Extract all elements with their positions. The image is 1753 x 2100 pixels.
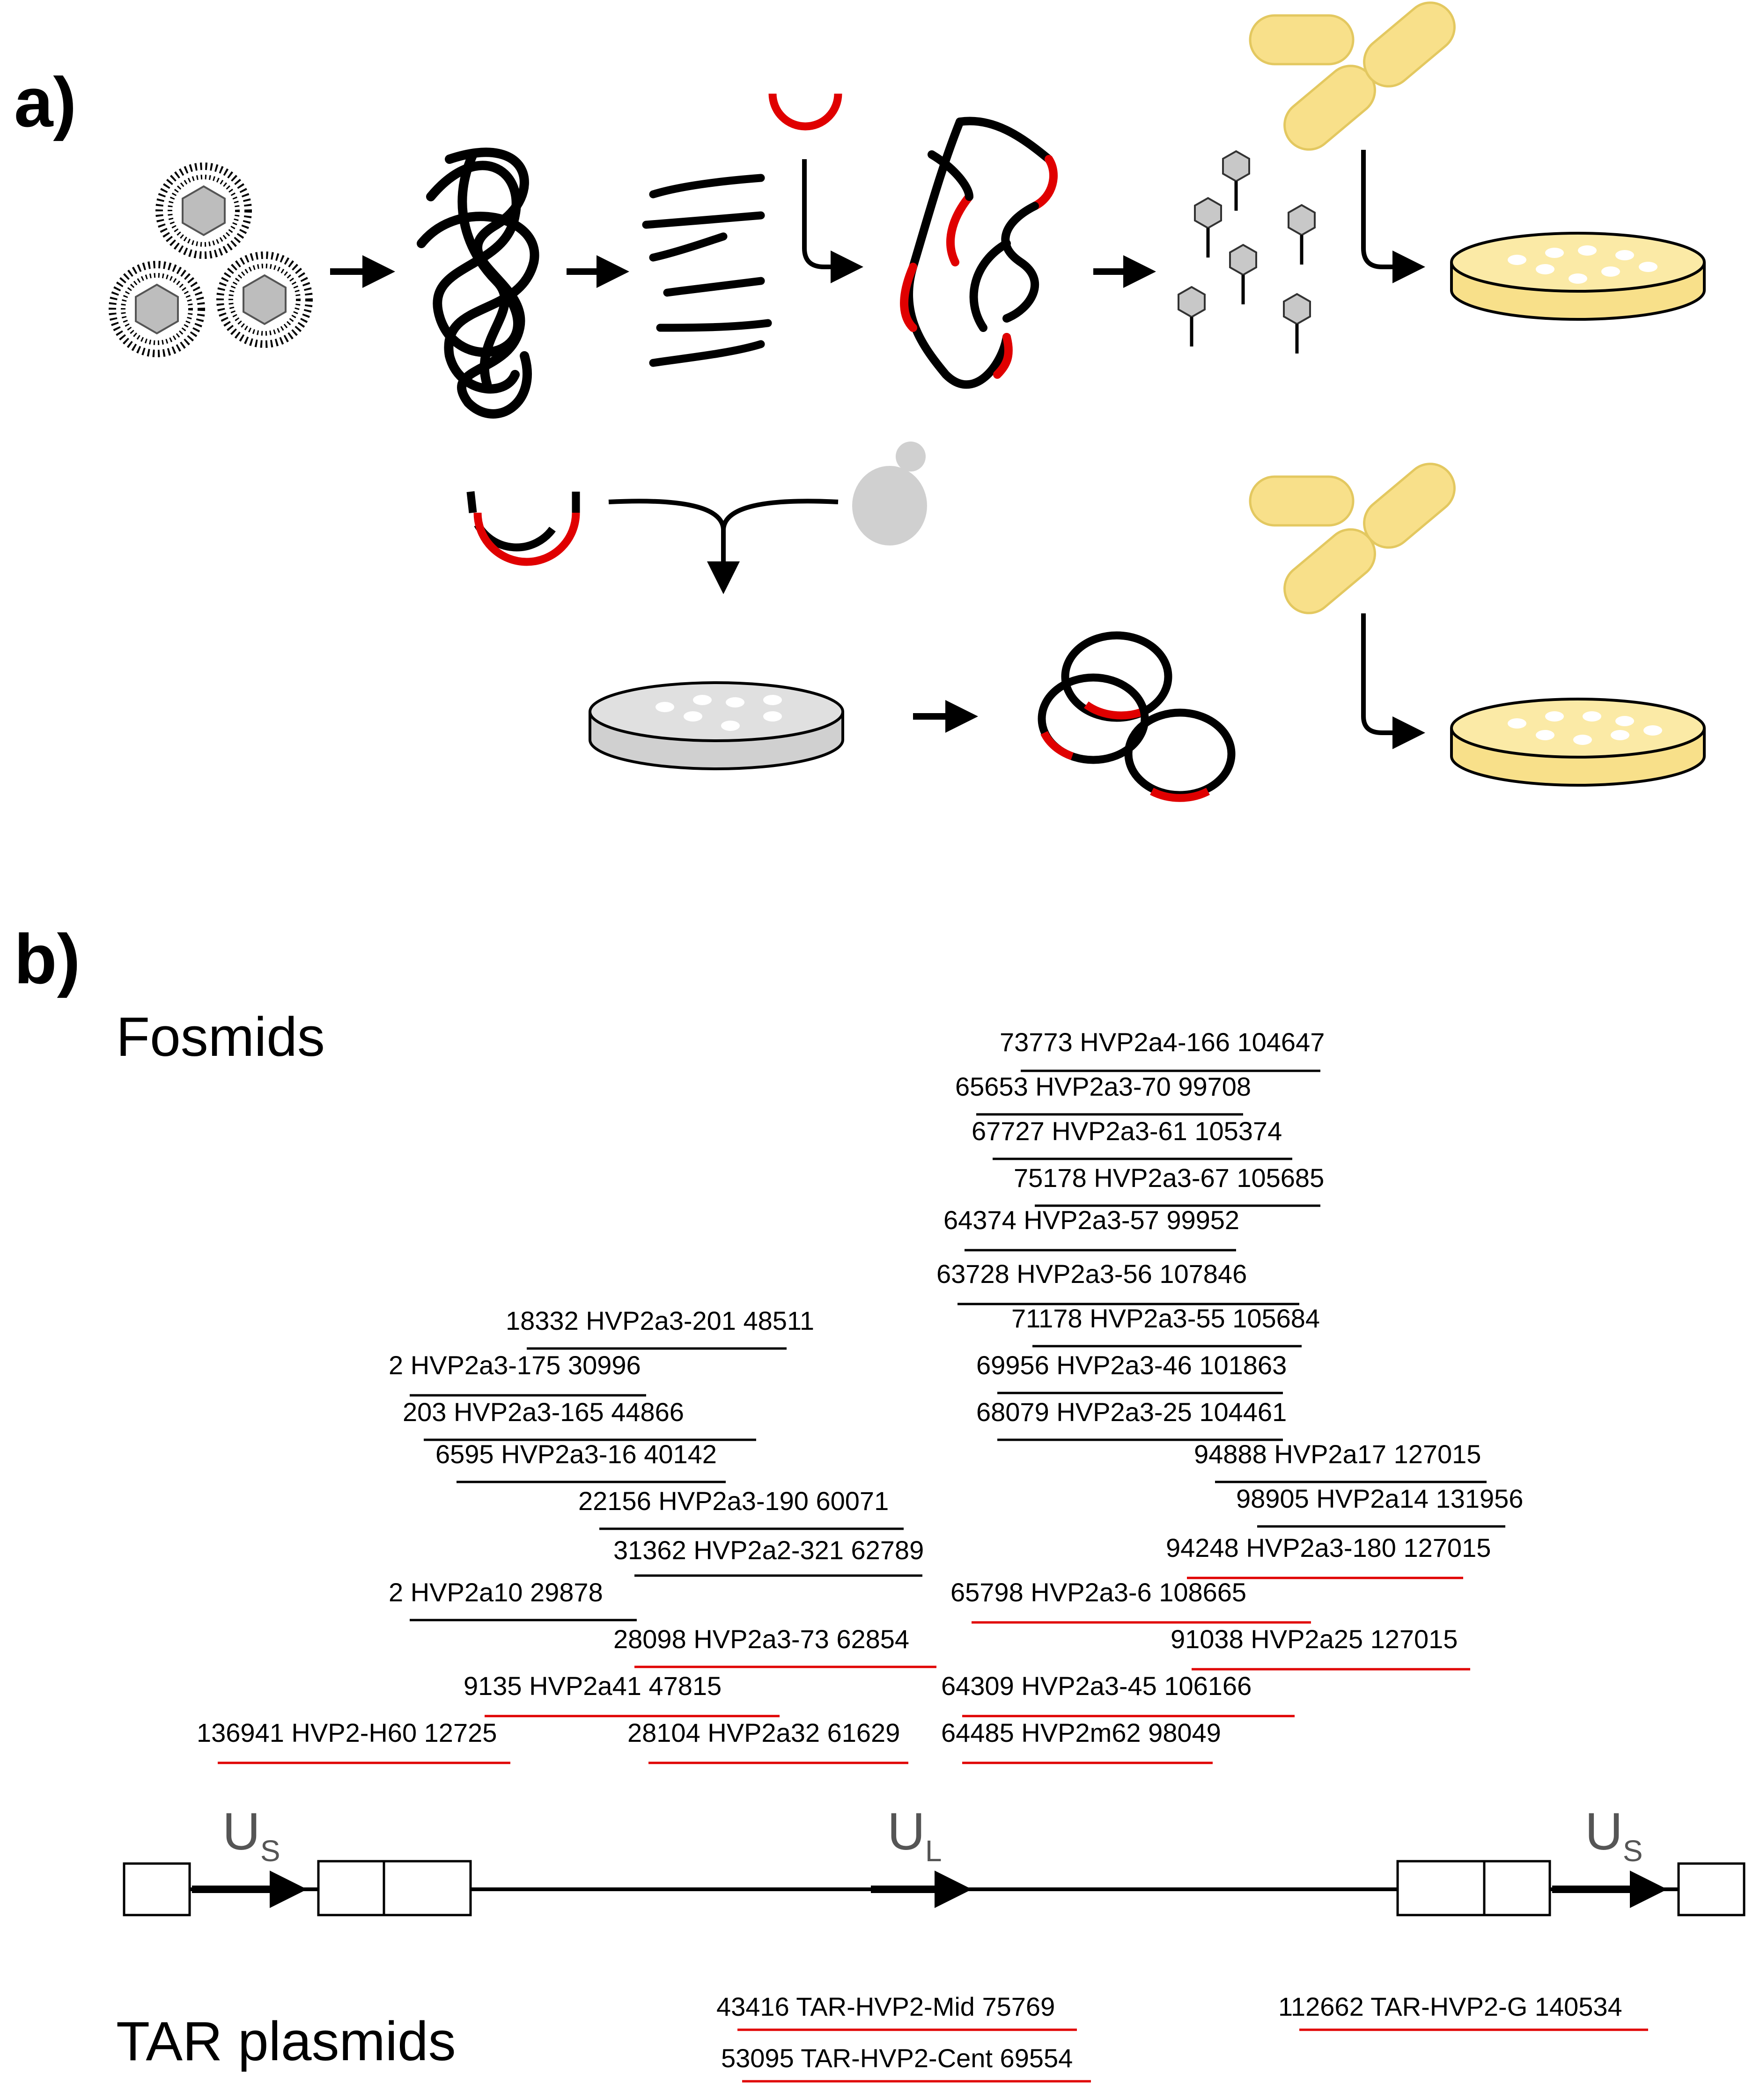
phage-icon <box>1284 294 1310 354</box>
phage-icon <box>1289 205 1315 265</box>
fosmid-clone-label: 28104 HVP2a32 61629 <box>627 1718 900 1747</box>
bacteria-icon <box>1250 477 1353 525</box>
petri-dish-top <box>1451 233 1704 319</box>
tar-plasmid-label: 43416 TAR-HVP2-Mid 75769 <box>716 1992 1055 2021</box>
fosmid-clone-label: 75178 HVP2a3-67 105685 <box>1014 1163 1324 1193</box>
fosmid-clone-label: 68079 HVP2a3-25 104461 <box>976 1397 1287 1427</box>
fosmid-clones: 73773 HVP2a4-166 104647 65653 HVP2a3-70 9… <box>197 1027 1523 1764</box>
petri-dish-icon <box>590 683 843 769</box>
fosmid-clone-label: 67727 HVP2a3-61 105374 <box>972 1116 1282 1146</box>
repeat-box <box>1396 1860 1486 1916</box>
phage-particles <box>1178 151 1315 354</box>
repeat-box <box>383 1860 472 1916</box>
e-coli-cells-bottom <box>1250 454 1465 623</box>
fosmid-clone-label: 136941 HVP2-H60 12725 <box>197 1718 497 1747</box>
virion-icon <box>112 265 201 354</box>
fosmid-clone-label: 69956 HVP2a3-46 101863 <box>976 1350 1287 1380</box>
yeast-cell-icon <box>852 442 927 545</box>
fosmid-clone-label: 65798 HVP2a3-6 108665 <box>950 1577 1246 1607</box>
repeat-box <box>123 1862 191 1916</box>
process-arrow <box>802 159 843 269</box>
fosmids-title: Fosmids <box>116 1006 325 1068</box>
fosmid-clone-label: 73773 HVP2a4-166 104647 <box>1000 1027 1325 1057</box>
genomic-dna-tangle-icon <box>417 147 539 419</box>
phage-icon <box>1178 287 1205 346</box>
fosmid-clone-label: 98905 HVP2a14 131956 <box>1236 1484 1523 1513</box>
repeat-box <box>1483 1860 1551 1916</box>
bacteria-icon <box>1250 15 1353 64</box>
fosmid-clone-label: 2 HVP2a10 29878 <box>389 1577 603 1607</box>
fosmid-clone-label: 91038 HVP2a25 127015 <box>1171 1624 1458 1654</box>
fosmid-clone-label: 63728 HVP2a3-56 107846 <box>936 1259 1247 1289</box>
petri-dish-grey <box>590 683 843 769</box>
phage-icon <box>1230 245 1256 304</box>
repeat-box <box>317 1860 385 1916</box>
phage-icon <box>1195 198 1221 258</box>
panel-b-label: b) <box>14 920 81 998</box>
fosmid-clone-label: 94248 HVP2a3-180 127015 <box>1166 1533 1491 1562</box>
fosmid-clone-label: 18332 HVP2a3-201 48511 <box>506 1306 814 1335</box>
fosmid-clone-label: 64485 HVP2m62 98049 <box>941 1718 1221 1747</box>
dna-fragments-icon <box>642 174 772 367</box>
virion-icon <box>220 255 309 344</box>
virion-icon <box>159 166 248 255</box>
merge-arrow <box>608 499 839 576</box>
fosmid-clone-label: 64374 HVP2a3-57 99952 <box>943 1205 1239 1235</box>
fosmid-clone-label: 64309 HVP2a3-45 106166 <box>941 1671 1252 1701</box>
fosmid-clone-label: 2 HVP2a3-175 30996 <box>389 1350 641 1380</box>
virion-cluster <box>112 166 309 354</box>
tar-vector-icon <box>466 491 580 566</box>
repeat-box <box>1677 1862 1746 1916</box>
region-label-ul: UL <box>887 1802 942 1868</box>
petri-dish-bottom <box>1451 699 1704 785</box>
genome-map: US UL US <box>123 1802 1746 1916</box>
region-label-us-right: US <box>1585 1802 1643 1868</box>
process-arrow <box>1361 613 1405 735</box>
fosmid-clone-label: 22156 HVP2a3-190 60071 <box>578 1486 889 1516</box>
fosmid-clone-label: 65653 HVP2a3-70 99708 <box>955 1072 1251 1101</box>
tar-plasmid-label: 53095 TAR-HVP2-Cent 69554 <box>721 2043 1073 2073</box>
fosmid-clone-label: 31362 HVP2a2-321 62789 <box>613 1535 924 1565</box>
circular-clones-icon <box>1038 631 1236 802</box>
tar-plasmid-label: 112662 TAR-HVP2-G 140534 <box>1278 1992 1622 2021</box>
panel-a-label: a) <box>14 63 76 141</box>
phage-icon <box>1223 151 1249 211</box>
process-arrow <box>1361 150 1405 269</box>
region-label-us-left: US <box>222 1802 280 1868</box>
fosmid-clone-label: 71178 HVP2a3-55 105684 <box>1011 1304 1320 1333</box>
fosmid-clone-label: 28098 HVP2a3-73 62854 <box>613 1624 909 1654</box>
fosmid-clone-label: 94888 HVP2a17 127015 <box>1194 1439 1481 1469</box>
fosmid-clone-label: 203 HVP2a3-165 44866 <box>403 1397 684 1427</box>
fosmid-clone-label: 9135 HVP2a41 47815 <box>464 1671 722 1701</box>
ligated-dna-icon <box>900 117 1058 389</box>
e-coli-cells-top <box>1250 0 1465 160</box>
tar-plasmid-clones: 43416 TAR-HVP2-Mid 75769 53095 TAR-HVP2-C… <box>716 1992 1648 2083</box>
tar-plasmids-title: TAR plasmids <box>116 2011 456 2072</box>
fosmid-vector-icon <box>768 93 842 131</box>
fosmid-clone-label: 6595 HVP2a3-16 40142 <box>435 1439 717 1469</box>
